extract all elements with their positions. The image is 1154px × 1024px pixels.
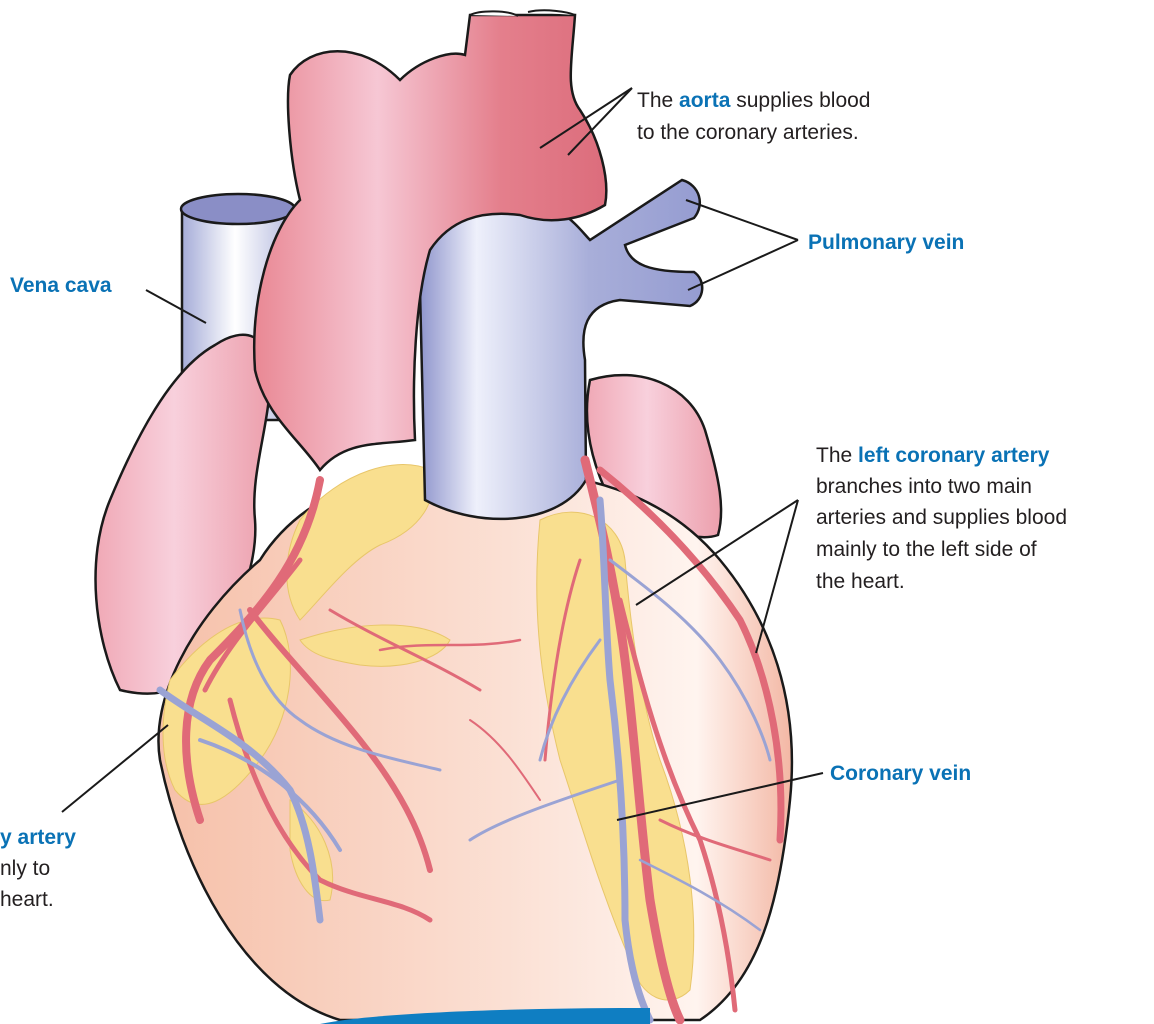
vena-cava-label: Vena cava bbox=[10, 273, 112, 298]
left-coronary-line-1: branches into two main bbox=[816, 474, 1032, 499]
aorta-label-line2: to the coronary arteries. bbox=[637, 120, 859, 145]
right-coronary-label: y artery bbox=[0, 825, 76, 850]
right-coronary-line-2: heart. bbox=[0, 887, 54, 912]
left-coronary-line-3: mainly to the left side of bbox=[816, 537, 1037, 562]
aorta-label: The aorta supplies blood bbox=[637, 88, 871, 113]
pulmonary-vein-label: Pulmonary vein bbox=[808, 230, 964, 255]
left-coronary-line-2: arteries and supplies blood bbox=[816, 505, 1067, 530]
aorta-label-suffix: supplies blood bbox=[730, 89, 870, 112]
left-coronary-label: The left coronary artery bbox=[816, 443, 1049, 468]
aorta-label-prefix: The bbox=[637, 89, 679, 112]
right-coronary-line-1: nly to bbox=[0, 856, 50, 881]
left-coronary-line-4: the heart. bbox=[816, 569, 905, 594]
coronary-vein-label: Coronary vein bbox=[830, 761, 971, 786]
aorta-term: aorta bbox=[679, 89, 730, 112]
left-coronary-term: left coronary artery bbox=[858, 444, 1049, 467]
left-coronary-prefix: The bbox=[816, 444, 858, 467]
